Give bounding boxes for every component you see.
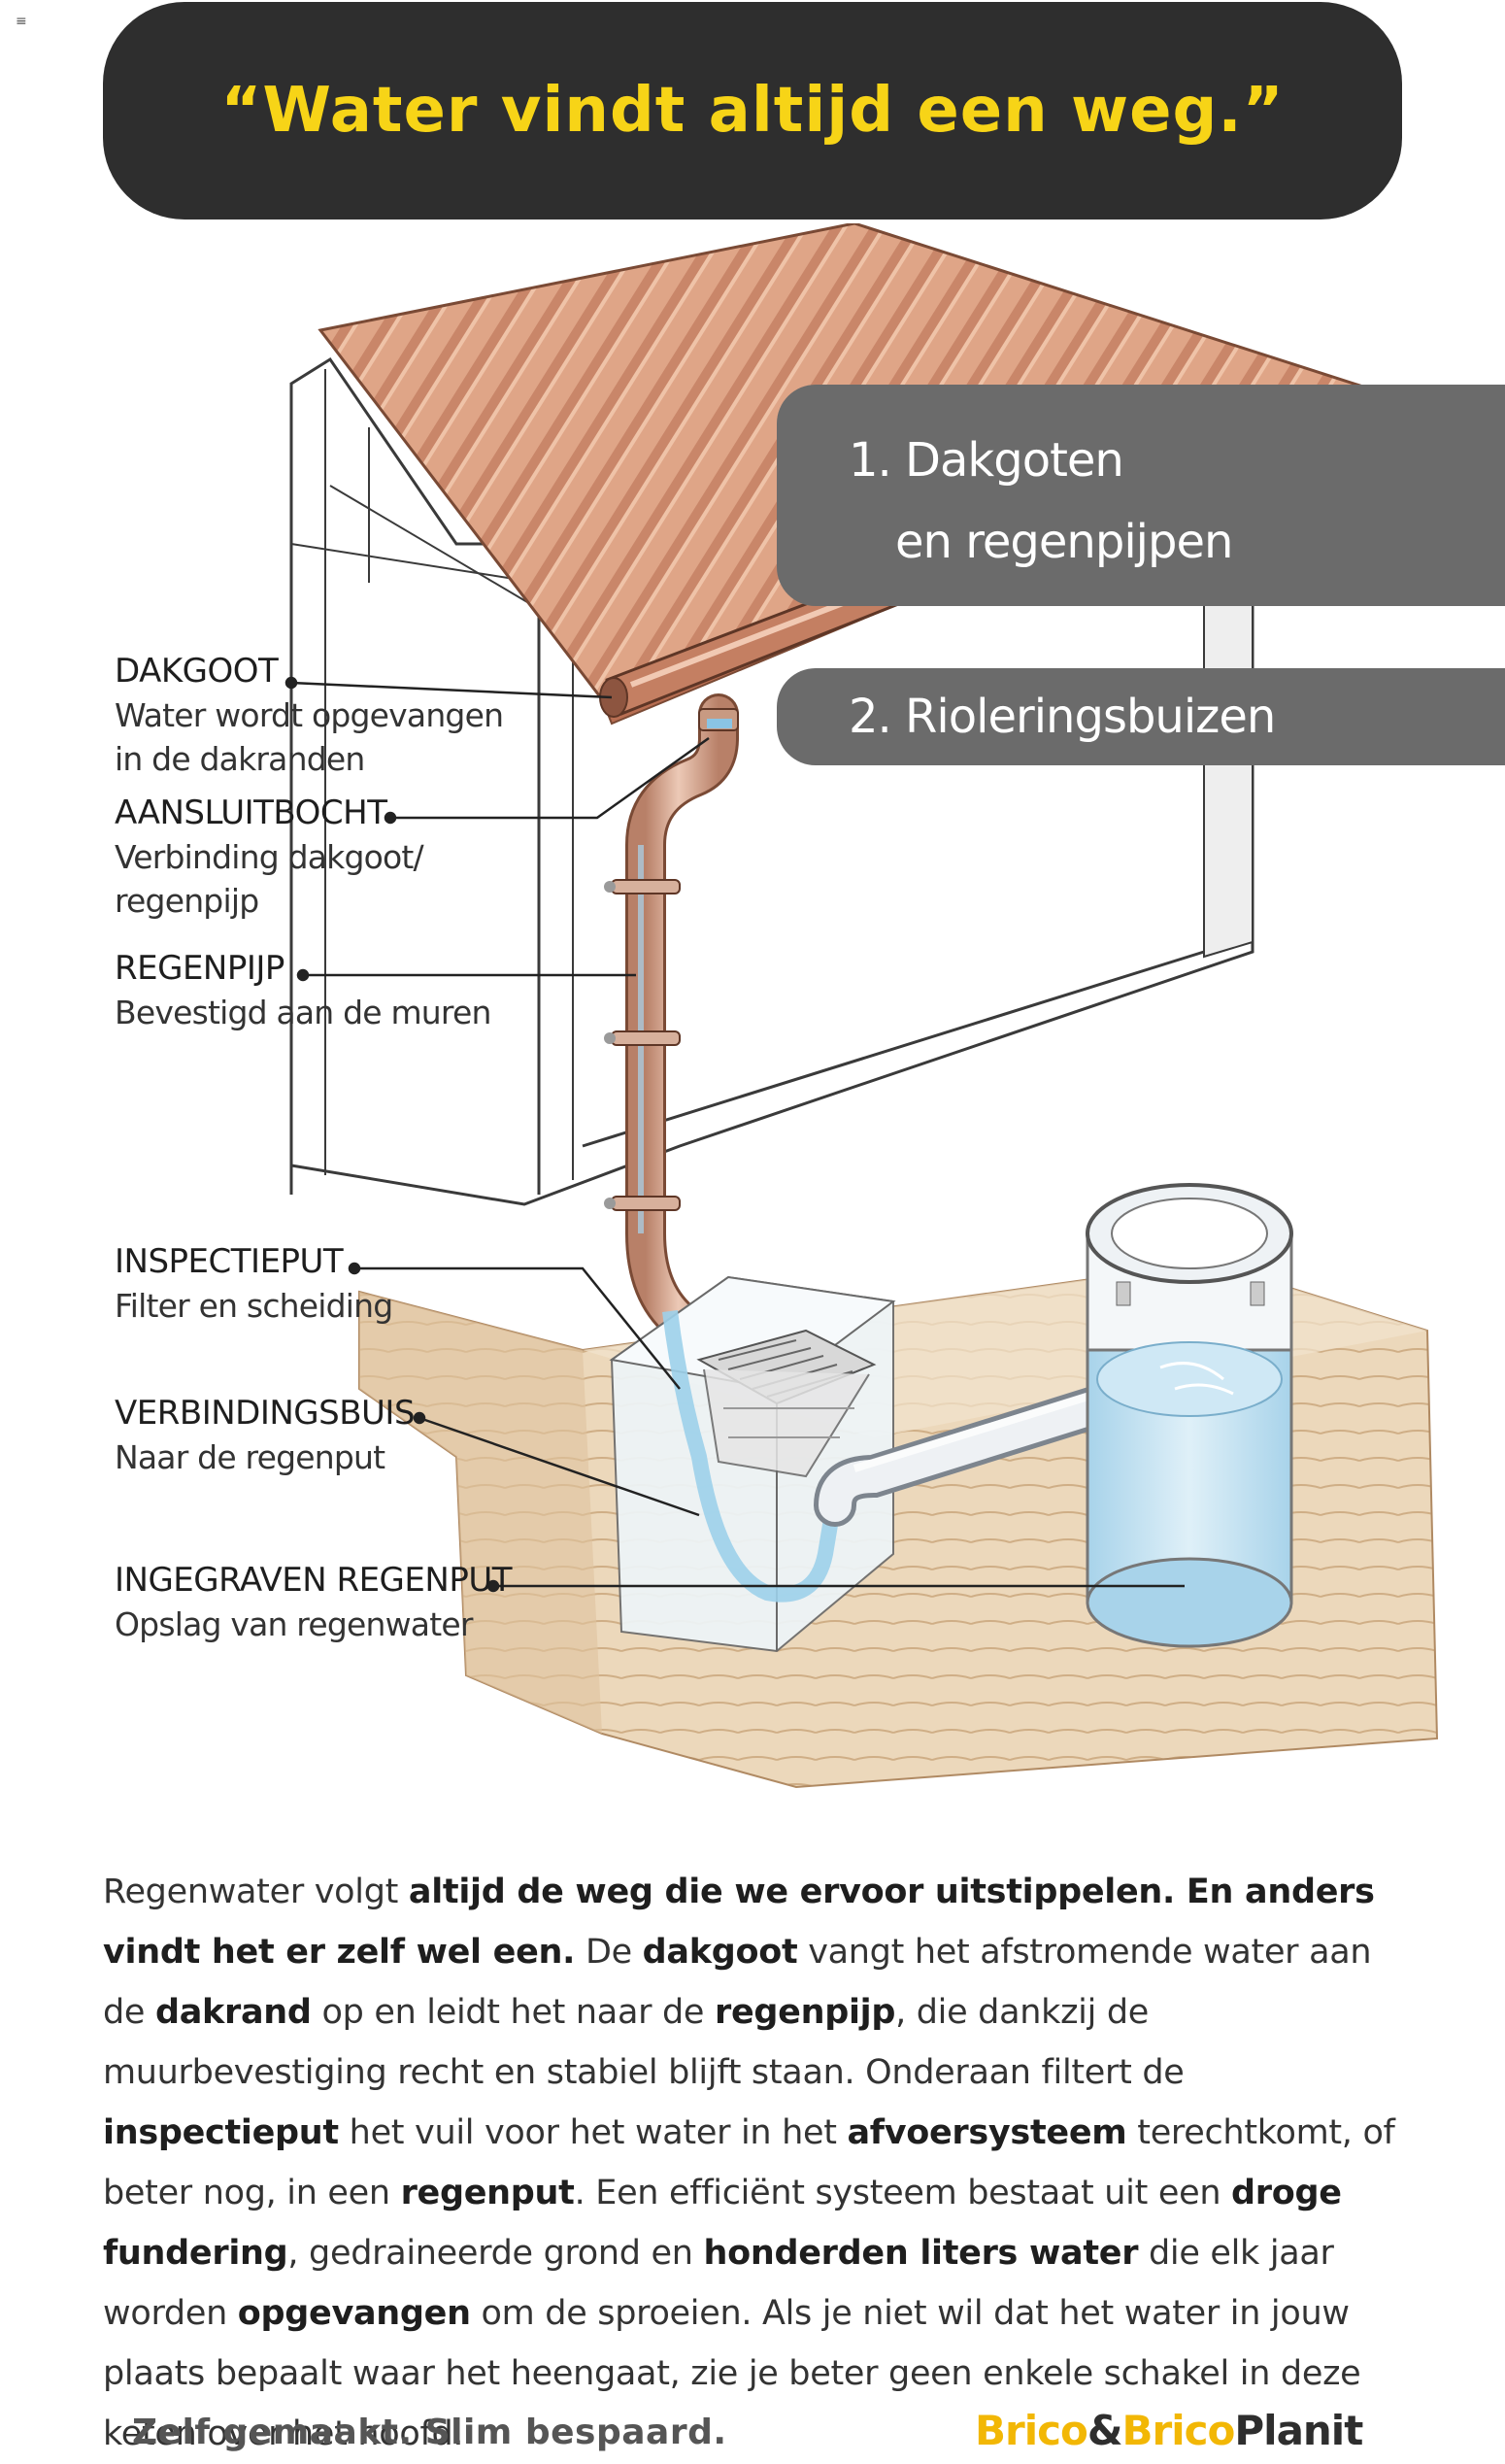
body-text-segment: Regenwater volgt: [103, 1873, 409, 1911]
body-bold-text: dakgoot: [642, 1933, 798, 1972]
label-heading: INGEGRAVEN REGENPUT: [115, 1561, 512, 1600]
downpipe: [604, 693, 739, 1341]
section-tab-sewer-pipes: 2. Rioleringsbuizen: [777, 668, 1505, 765]
logo-part: Planit: [1234, 2407, 1363, 2454]
body-bold-text: regenpijp: [715, 1993, 896, 2032]
label-verbindingsbuis: VERBINDINGSBUIS Naar de regenput: [115, 1391, 600, 1479]
section-tab-line: 2. Rioleringsbuizen: [849, 690, 1276, 744]
label-inspectieput: INSPECTIEPUT Filter en scheiding: [115, 1239, 600, 1328]
body-bold-text: altijd de weg die we ervoor uitstippelen…: [103, 1873, 1375, 1972]
label-description: Filter en scheiding: [115, 1287, 393, 1325]
logo-ampersand: &: [1087, 2407, 1123, 2454]
leader-lines: [284, 676, 1185, 1593]
label-heading: REGENPIJP: [115, 949, 284, 988]
logo-part: Brico: [1121, 2407, 1236, 2454]
body-text-segment: , die dankzij de muurbevestiging recht e…: [103, 1993, 1185, 2092]
inspection-pit: [609, 1275, 896, 1653]
title-banner: “Water vindt altijd een weg.”: [103, 2, 1402, 219]
label-heading: AANSLUITBOCHT: [115, 793, 387, 832]
label-regenpijp: REGENPIJP Bevestigd aan de muren: [115, 946, 600, 1034]
section-tab-gutters: 1. Dakgoten en regenpijpen: [777, 385, 1505, 606]
label-description: Verbinding dakgoot/ regenpijp: [115, 838, 424, 920]
label-ingegraven-regenput: INGEGRAVEN REGENPUT Opslag van regenwate…: [115, 1558, 600, 1646]
corner-mark: ≡: [16, 14, 27, 29]
body-bold-text: afvoersysteem: [847, 2113, 1127, 2152]
rain-well: [1086, 1183, 1293, 1648]
logo-part: Brico: [975, 2407, 1088, 2454]
label-description: Naar de regenput: [115, 1438, 385, 1476]
brand-logo: Brico&BricoPlanit: [975, 2407, 1363, 2454]
label-heading: VERBINDINGSBUIS: [115, 1394, 416, 1433]
body-text-segment: , gedraineerde grond en: [287, 2234, 704, 2273]
body-bold-text: regenput: [400, 2174, 575, 2212]
label-description: Water wordt opgevangen in de dakranden: [115, 696, 504, 778]
label-heading: INSPECTIEPUT: [115, 1242, 344, 1281]
body-text-segment: vangt het afstromende water aan de: [103, 1933, 1372, 2032]
section-tab-line: 1. Dakgoten: [849, 433, 1124, 488]
body-bold-text: opgevangen: [237, 2294, 471, 2333]
body-bold-text: inspectieput: [103, 2113, 339, 2152]
body-bold-text: droge fundering: [103, 2174, 1342, 2273]
body-text-segment: om de sproeien. Als je niet wil dat het …: [103, 2294, 1361, 2453]
body-text-segment: De: [575, 1933, 643, 1972]
body-text-segment: . Een efficiënt systeem bestaat uit een: [574, 2174, 1232, 2212]
body-text-segment: die elk jaar worden: [103, 2234, 1334, 2333]
label-heading: DAKGOOT: [115, 652, 279, 691]
label-description: Bevestigd aan de muren: [115, 994, 491, 1031]
body-text-segment: het vuil voor het water in het: [338, 2113, 848, 2152]
label-description: Opslag van regenwater: [115, 1605, 473, 1643]
label-dakgoot: DAKGOOT Water wordt opgevangen in de dak…: [115, 649, 600, 781]
body-text-segment: terechtkomt, of beter nog, in een: [103, 2113, 1395, 2212]
section-tab-line: en regenpijpen: [895, 515, 1233, 569]
body-paragraph: Regenwater volgt altijd de weg die we er…: [103, 1862, 1423, 2464]
label-aansluitbocht: AANSLUITBOCHT Verbinding dakgoot/ regenp…: [115, 791, 600, 923]
body-text-segment: op en leidt het naar de: [311, 1993, 715, 2032]
body-bold-text: dakrand: [154, 1993, 312, 2032]
body-bold-text: honderden liters water: [703, 2234, 1139, 2273]
slogan: Zelf gemaakt. Slim bespaard.: [132, 2413, 727, 2452]
page-title: “Water vindt altijd een weg.”: [220, 75, 1285, 147]
